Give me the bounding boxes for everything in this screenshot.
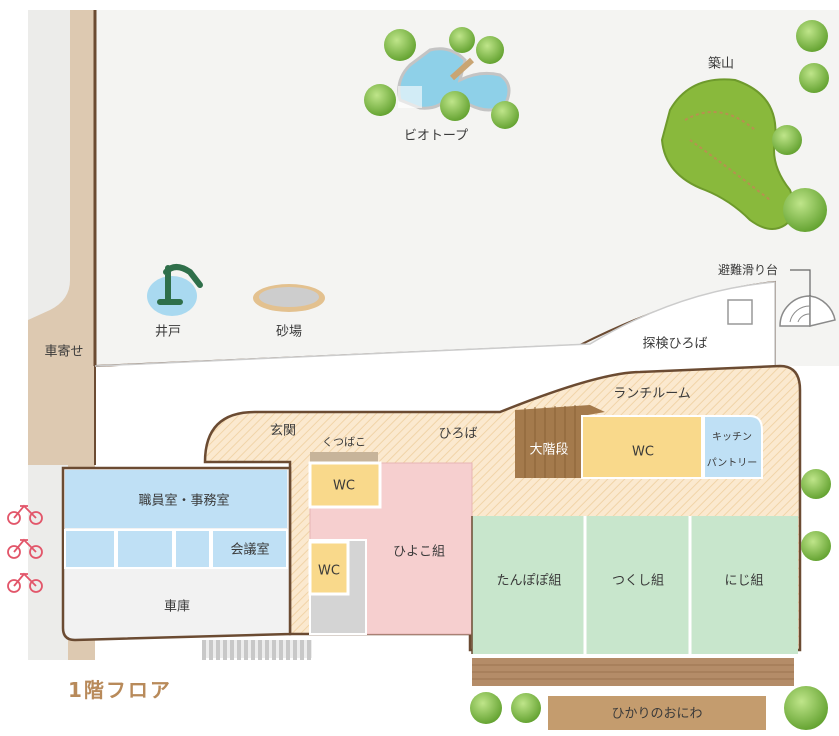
biotope-pond: [364, 27, 519, 129]
label-exploration-plaza: 探検ひろば: [642, 336, 708, 352]
label-hiyoko: ひよこ組: [392, 544, 446, 560]
plaza-box: [727, 299, 753, 325]
wc-1: [308, 461, 382, 509]
label-tsukushi: つくし組: [611, 573, 665, 589]
label-garden: ひかりのおにわ: [611, 706, 703, 722]
staff-office-room: [65, 470, 287, 528]
wc-3: [581, 415, 703, 479]
label-shoe-box: くつばこ: [322, 435, 366, 449]
tree: [784, 686, 828, 730]
wc-2: [308, 540, 350, 596]
label-sandbox: 砂場: [275, 324, 303, 340]
bicycle-icon: [7, 504, 43, 593]
tree: [799, 63, 829, 93]
label-wc-2: WC: [318, 563, 340, 579]
label-pantry: パントリー: [706, 458, 758, 469]
tree: [796, 20, 828, 52]
kitchen-pantry: [703, 415, 763, 479]
meeting-room: [211, 529, 288, 569]
label-niji: にじ組: [724, 573, 764, 589]
tree: [801, 531, 831, 561]
label-well: 井戸: [154, 324, 182, 340]
garden-sign: [548, 696, 766, 730]
tsukiyama-hill: [660, 78, 827, 232]
evac-slide-icon: [779, 269, 836, 327]
tree: [511, 693, 541, 723]
label-lunch-room: ランチルーム: [613, 386, 691, 402]
label-evac-slide: 避難滑り台: [717, 263, 779, 277]
label-tsukiyama: 築山: [707, 56, 735, 72]
label-hiroba: ひろば: [438, 426, 478, 442]
sandbox-icon: [253, 284, 325, 312]
label-kitchen: キッチン: [712, 432, 752, 443]
exploration-plaza-area: [95, 282, 775, 366]
tree: [470, 692, 502, 724]
shoe-box: [310, 452, 378, 462]
well-icon: [147, 264, 203, 316]
tree: [801, 469, 831, 499]
label-wc-1: WC: [333, 478, 355, 494]
label-garage: 車庫: [163, 599, 191, 615]
grand-stairs: [515, 405, 605, 478]
floor-title: 1階フロア: [68, 678, 172, 702]
label-wc-3: WC: [632, 444, 654, 460]
label-meeting-room: 会議室: [230, 542, 270, 558]
label-tanpopo: たんぽぽ組: [496, 573, 562, 589]
label-entrance: 玄関: [269, 423, 297, 439]
label-drop-off: 車寄せ: [44, 344, 84, 360]
label-grand-stairs: 大階段: [529, 442, 569, 458]
classroom-block: [472, 516, 798, 654]
label-staff-office: 職員室・事務室: [138, 493, 230, 509]
label-biotope: ビオトープ: [403, 128, 469, 144]
